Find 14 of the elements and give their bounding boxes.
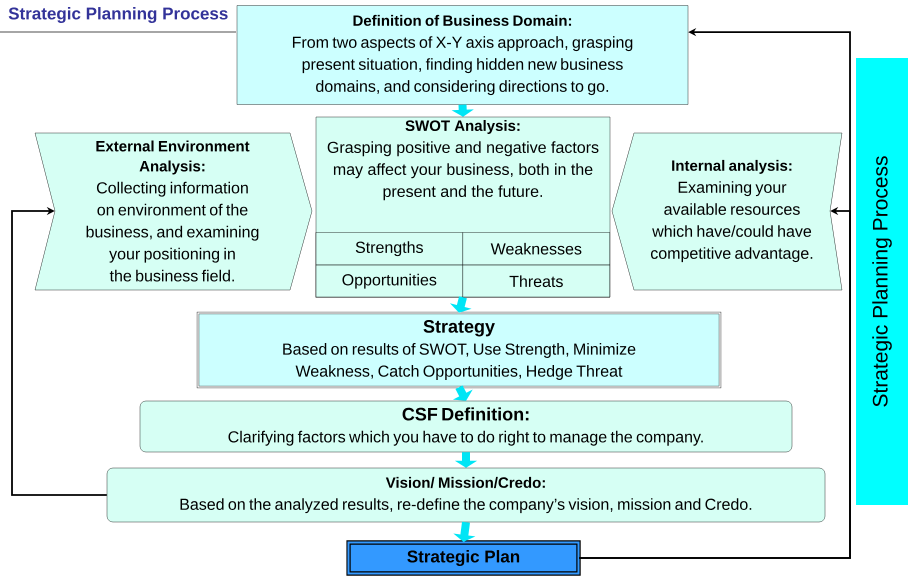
table-cell: Opportunities bbox=[316, 264, 463, 298]
process-box: Vision/ Mission/Credo: Based on the analyzed results, re-define the company’s vision, mission and Credo. bbox=[106, 468, 826, 522]
chevron-box: External Environment Analysis: Collecting information on environment of the business, and examining your positioning in the business field. bbox=[34, 132, 312, 290]
table-cell: Threats bbox=[462, 264, 610, 298]
table-cell: Weaknesses bbox=[462, 232, 610, 266]
process-box: CSF Definition: Clarifying factors which you have to do right to manage the company. bbox=[140, 400, 792, 452]
chevron-box: Internal analysis: Examining your available resources which have/could have competitive advantage. bbox=[612, 132, 842, 290]
plan-box: Strategic Plan bbox=[346, 540, 581, 576]
table-cell: Strengths bbox=[316, 232, 463, 266]
strategy-box: Strategy Based on results of SWOT, Use Strength, Minimize Weakness, Catch Opportunities, Hedge Threat bbox=[196, 312, 722, 388]
connector-arrow bbox=[11, 206, 107, 496]
definition-box: Definition of Business Domain: From two aspects of X-Y axis approach, grasping present situation, finding hidden new business domains, and considering directions to go. bbox=[236, 5, 688, 105]
vertical-band: Strategic Planning Process bbox=[856, 58, 908, 505]
title: Strategic Planning Process bbox=[8, 7, 228, 23]
